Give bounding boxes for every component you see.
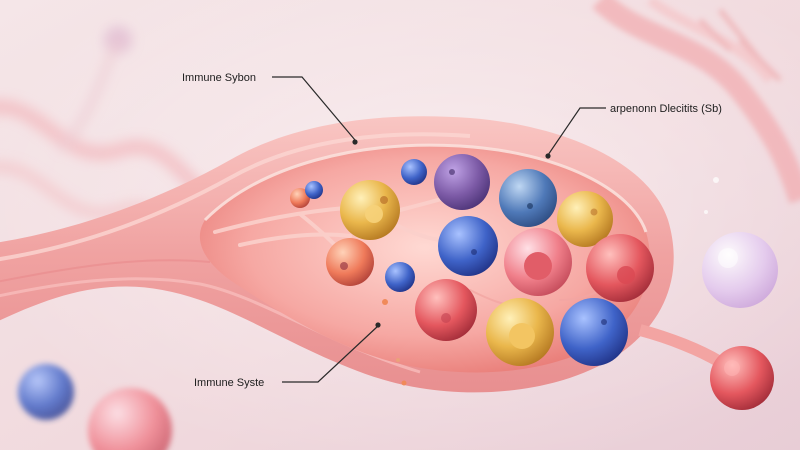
immune-cells bbox=[290, 154, 774, 410]
blurred-blue-orb bbox=[18, 364, 74, 420]
cell-orange-small bbox=[290, 188, 310, 208]
callout-dots bbox=[352, 139, 551, 328]
cell-red bbox=[586, 234, 654, 302]
cell-blue-small bbox=[401, 159, 427, 185]
cell-blue-small bbox=[385, 262, 415, 292]
cell-red bbox=[326, 238, 374, 286]
label-top-right: arpenonn Dlecitits (Sb) bbox=[610, 103, 722, 115]
lavender-bubble bbox=[702, 232, 778, 308]
callout-line-bottom bbox=[282, 325, 379, 383]
cell-blue-small bbox=[305, 181, 323, 199]
callouts bbox=[272, 76, 606, 383]
callout-line-top-left bbox=[272, 76, 356, 141]
label-top-left: Immune Sybon bbox=[182, 72, 256, 84]
blurred-red-orb bbox=[88, 388, 172, 450]
cell-blue bbox=[560, 298, 628, 366]
cell-red-outside bbox=[710, 346, 774, 410]
cell-blue bbox=[438, 216, 498, 276]
label-bottom-left: Immune Syste bbox=[194, 377, 264, 389]
cell-yellow bbox=[557, 191, 613, 247]
background-dna-right bbox=[592, 0, 800, 204]
cell-steel-blue bbox=[499, 169, 557, 227]
cell-red bbox=[415, 279, 477, 341]
callout-line-top-right bbox=[547, 107, 606, 156]
cell-purple bbox=[434, 154, 490, 210]
